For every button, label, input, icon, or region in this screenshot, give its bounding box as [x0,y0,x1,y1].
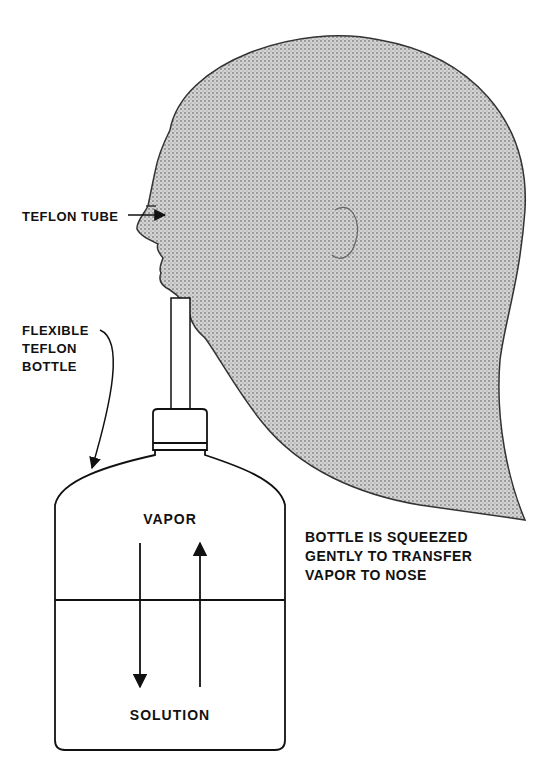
ear-outline [332,207,358,258]
vapor-label: VAPOR [50,511,290,527]
evaporate-arrow [199,543,201,687]
tube-leader [128,214,165,216]
bottle-outline [50,405,290,755]
head-silhouette [137,36,525,520]
teflon-bottle: VAPOR SOLUTION [50,405,290,755]
bottle-body [55,450,285,750]
annotation-label: TEFLON TUBE [22,208,119,226]
cap-rim [153,442,207,444]
teflon-tube [171,298,190,411]
bottle-leader [92,330,113,468]
eye-mark [146,205,156,207]
annotation-label: BOTTLE IS SQUEEZED GENTLY TO TRANSFER VA… [305,528,483,585]
condense-arrow [139,543,141,687]
annotation-label: FLEXIBLE TEFLON BOTTLE [22,322,98,376]
solution-label: SOLUTION [50,707,290,723]
liquid-surface [55,599,285,601]
bottle-cap [153,409,207,450]
